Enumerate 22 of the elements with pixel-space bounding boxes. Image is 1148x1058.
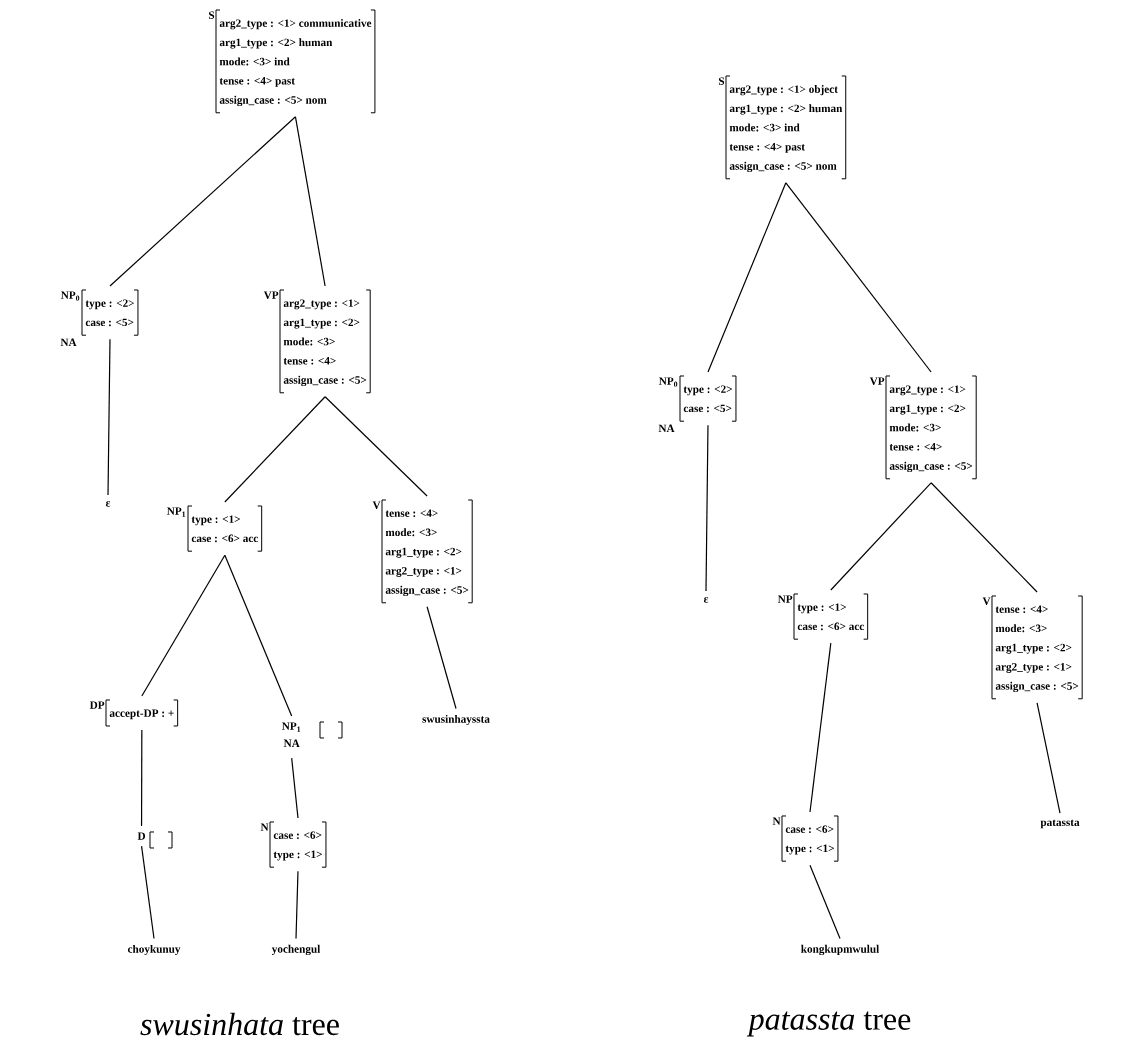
- tree-branch: [141, 554, 226, 697]
- tree-branch: [294, 116, 326, 287]
- tree-branch: [224, 554, 293, 717]
- tree-branch: [809, 642, 832, 813]
- tree-branch: [107, 338, 111, 496]
- tree-branch: [140, 845, 155, 940]
- tree-branch: [707, 182, 787, 373]
- tree-branch: [705, 424, 709, 592]
- tree-branch: [426, 606, 457, 710]
- tree-branch: [109, 116, 297, 287]
- tree-branch: [930, 482, 1038, 593]
- caption: patassta tree: [746, 1011, 911, 1037]
- tree-branch: [324, 396, 428, 497]
- tree-branch: [295, 870, 299, 940]
- tree-branch: [809, 864, 841, 940]
- tree-branch: [224, 396, 326, 503]
- tree-branch: [830, 482, 932, 591]
- tree-branch: [291, 757, 299, 819]
- tree-branch: [785, 182, 932, 373]
- tree-branch: [1036, 702, 1061, 814]
- tree-branch: [140, 729, 143, 827]
- caption: swusinhata tree: [140, 1012, 339, 1036]
